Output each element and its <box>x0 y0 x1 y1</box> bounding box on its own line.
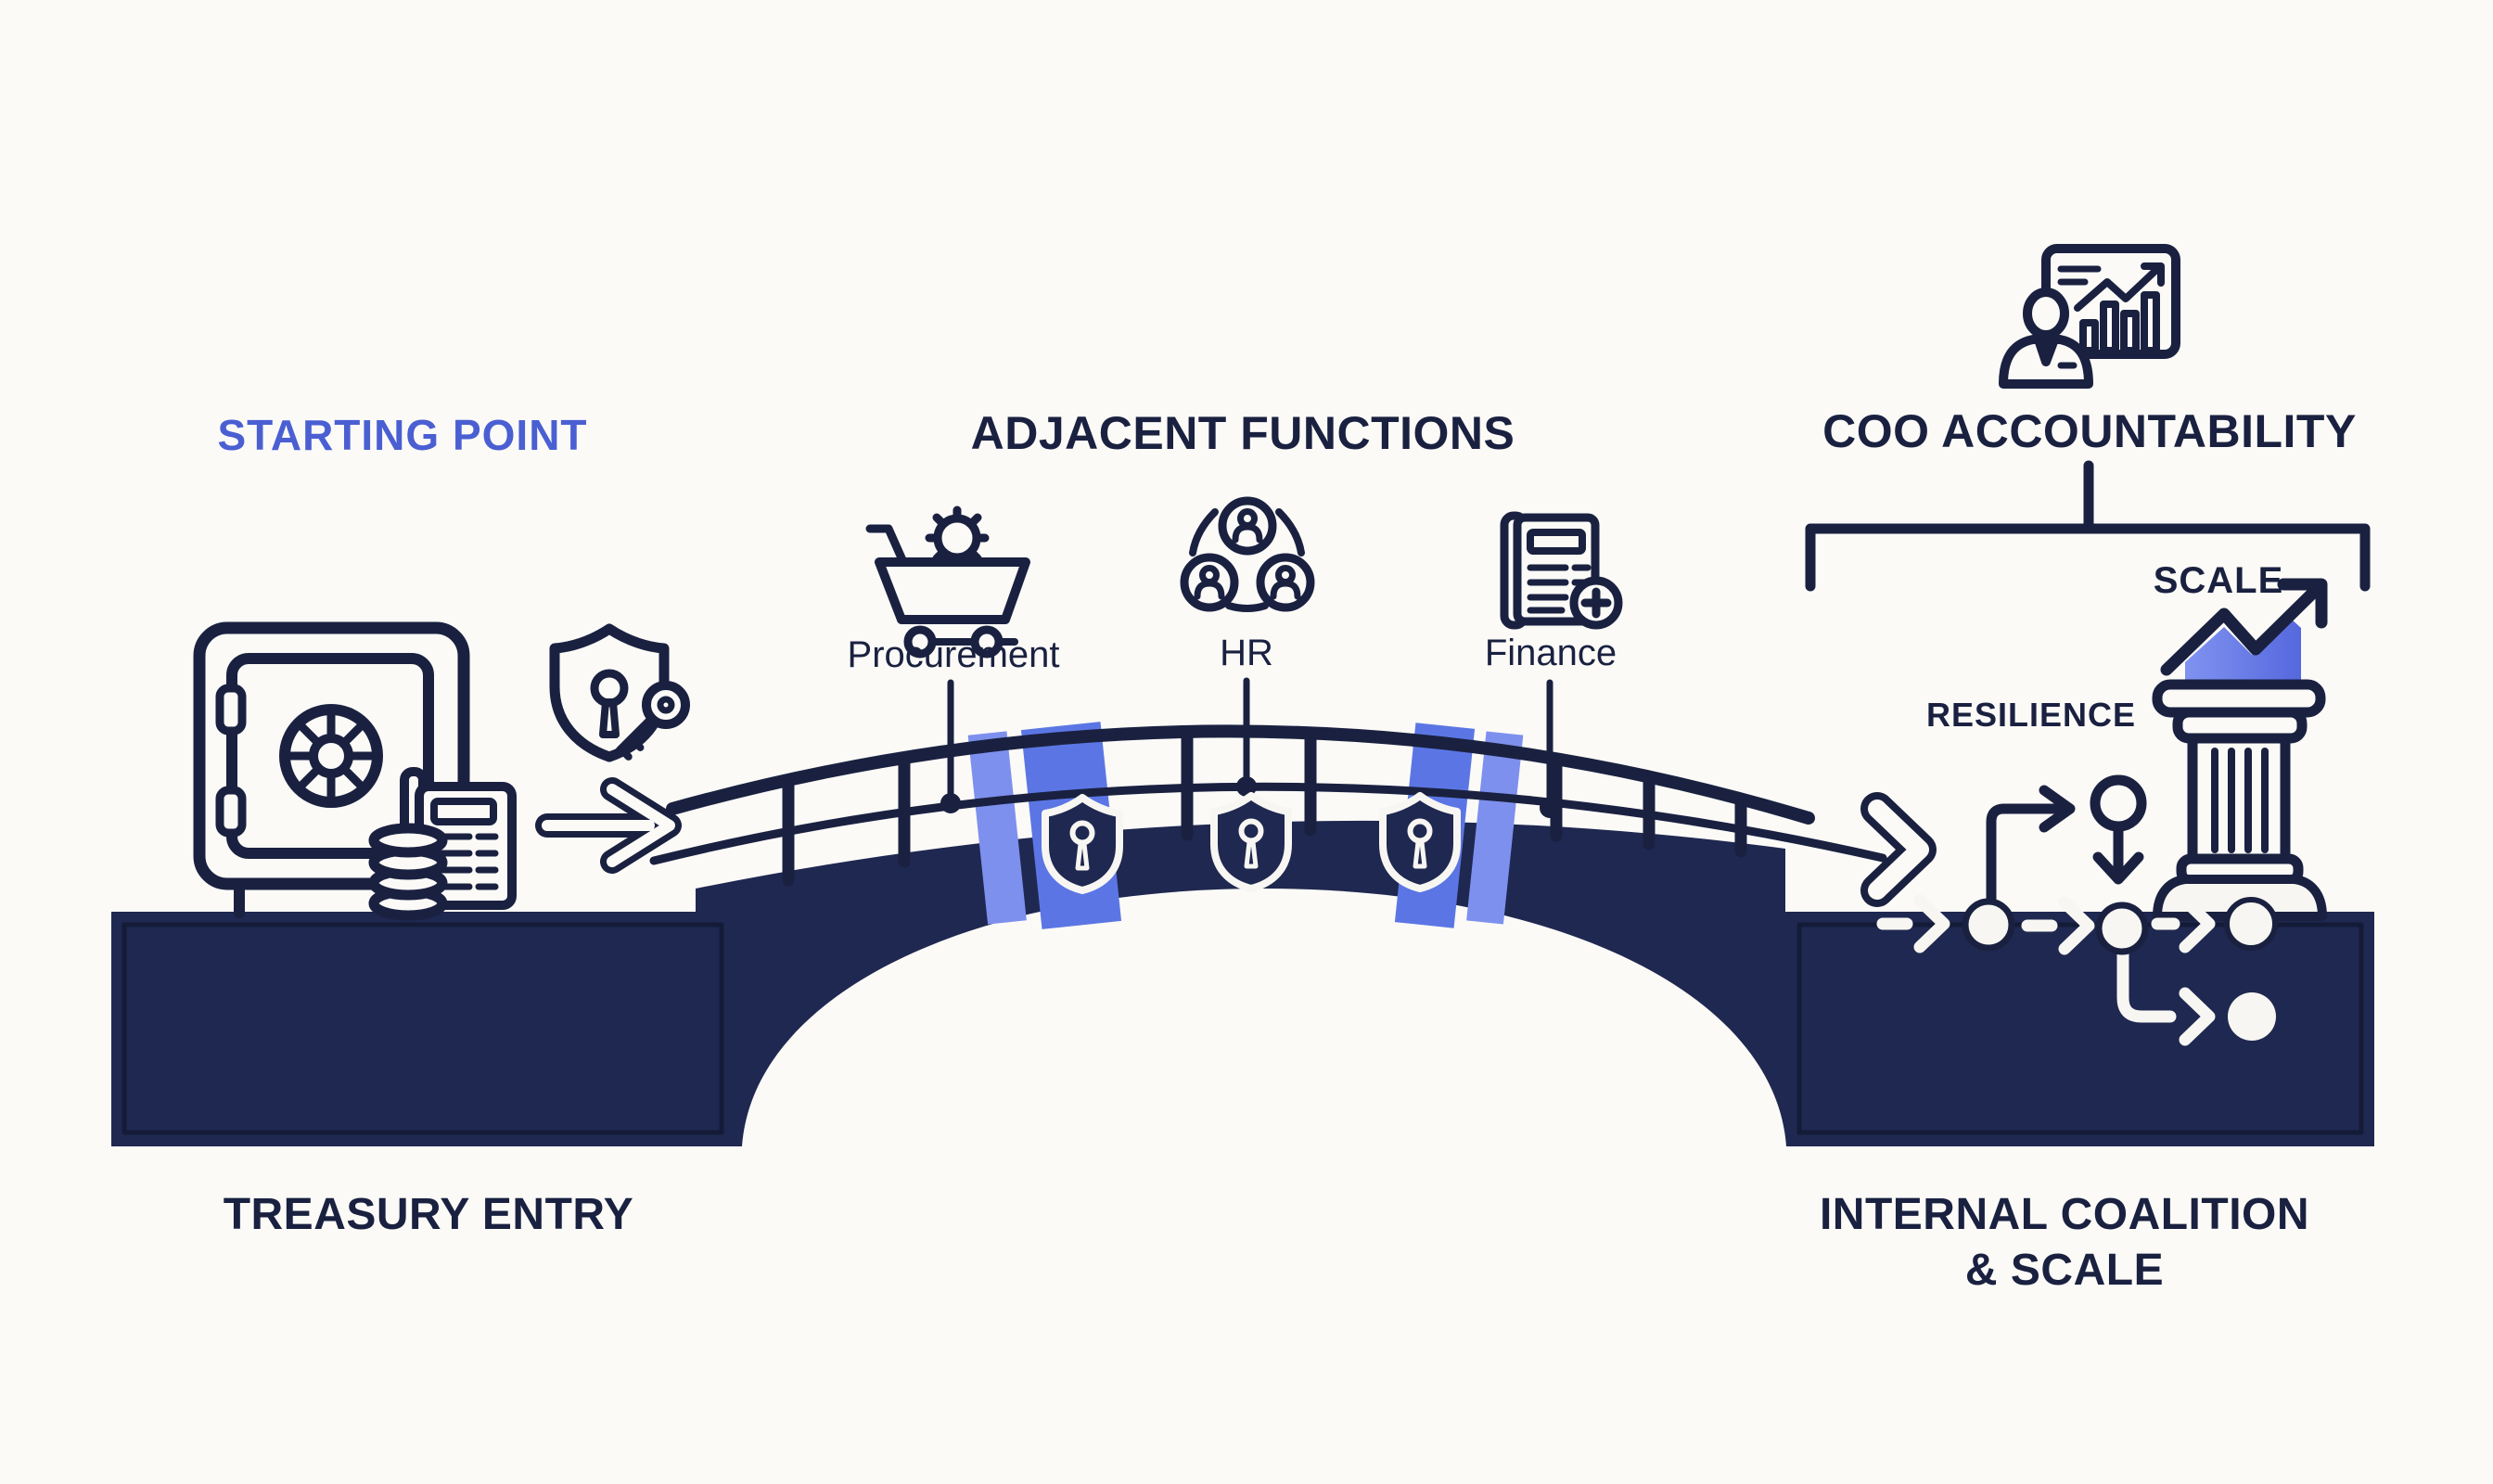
growth-arrow-icon <box>2160 578 2328 688</box>
shield-key-icon <box>549 623 690 762</box>
coins-icon <box>368 823 448 921</box>
function-connectors <box>947 677 1553 803</box>
coo-presenter-icon <box>1999 244 2180 389</box>
shield-lock-icon <box>1210 792 1292 892</box>
vault-safe-icon <box>193 621 470 918</box>
internal-coalition-caption: INTERNAL COALITION & SCALE <box>1820 1187 2309 1298</box>
chevron-arrow-icon <box>1860 792 1937 907</box>
person-circle <box>1180 553 1239 612</box>
caption-line-2: & SCALE <box>1964 1246 2165 1295</box>
bar-chart-icon <box>2079 291 2160 354</box>
resilience-flow-icon <box>1876 774 2278 1046</box>
pillar-icon <box>2152 679 2327 921</box>
person-circle <box>1218 496 1277 556</box>
adjacent-functions-title: ADJACENT FUNCTIONS <box>970 407 1515 459</box>
hr-team-icon <box>1180 496 1315 612</box>
key-icon <box>615 681 690 761</box>
caption-line-1: INTERNAL COALITION <box>1819 1190 2310 1239</box>
scale-label: SCALE <box>2153 560 2284 601</box>
treasury-entry-caption: TREASURY ENTRY <box>223 1190 634 1239</box>
finance-ledger-icon <box>1500 511 1623 630</box>
procurement-label: Procurement <box>847 634 1060 675</box>
finance-label: Finance <box>1484 633 1617 673</box>
mid-rail <box>649 782 1887 865</box>
shield-lock-icon <box>1042 794 1123 894</box>
resilience-label: RESILIENCE <box>1925 696 2137 734</box>
person-circle <box>1256 553 1315 612</box>
security-shields <box>1042 792 1461 894</box>
arrow-right-icon <box>535 777 682 874</box>
shield-lock-icon <box>1379 792 1461 892</box>
coo-bracket <box>1805 460 2371 592</box>
procurement-cart-icon <box>865 505 1030 659</box>
bridge-structure <box>111 677 2374 1146</box>
trend-line-icon <box>2074 265 2161 312</box>
hr-label: HR <box>1220 633 1273 673</box>
starting-point-label: STARTING POINT <box>217 411 588 459</box>
coo-accountability-title: COO ACCOUNTABILITY <box>1822 405 2357 457</box>
